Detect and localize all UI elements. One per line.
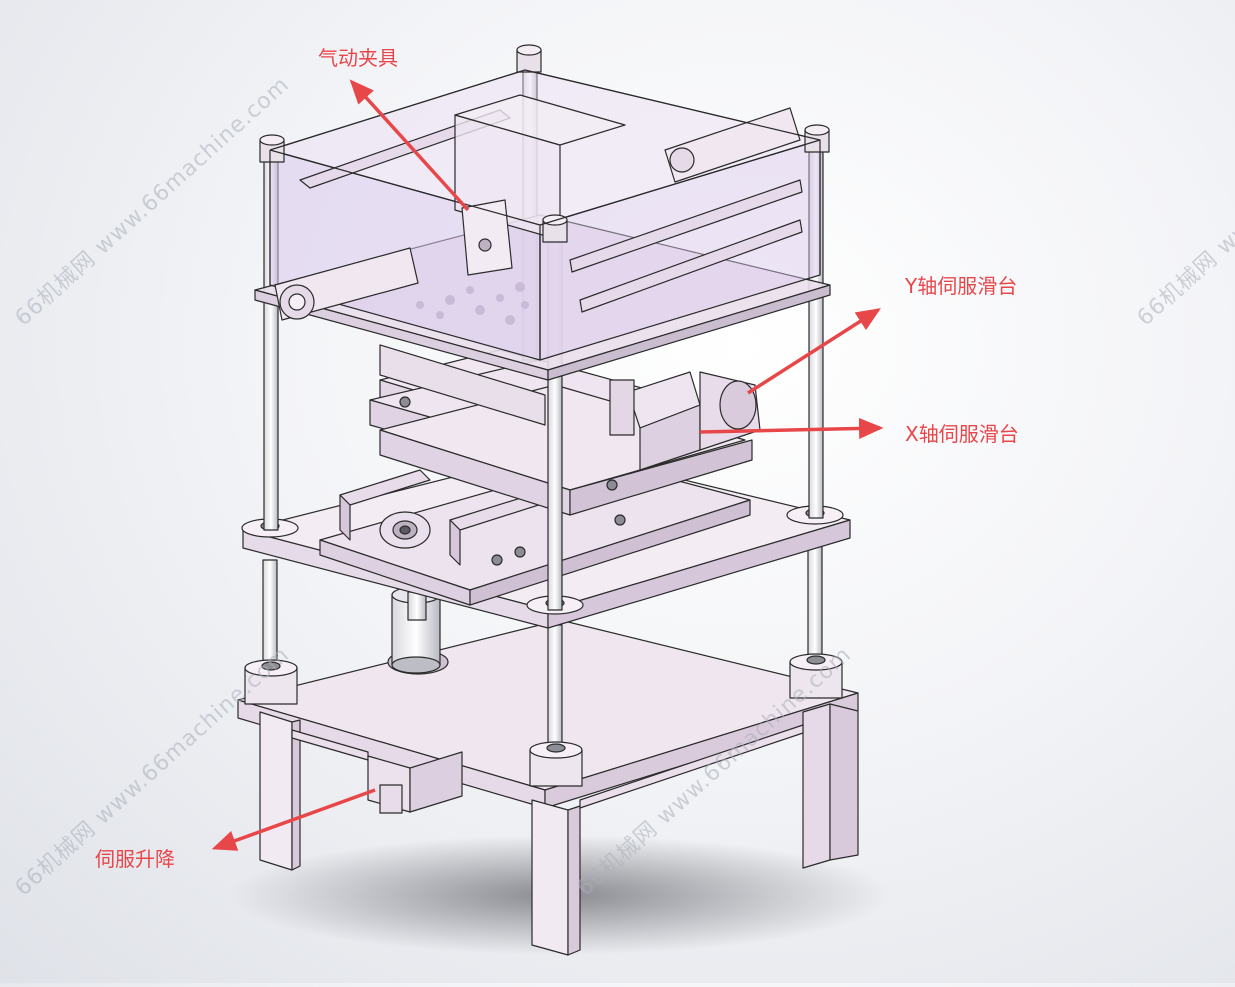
arrow-pneumatic-fixture (349, 79, 470, 212)
label-x-axis-slide: X轴伺服滑台 (905, 422, 1019, 446)
upper-transparent-frame (254, 44, 831, 381)
arrow-servo-lift (211, 788, 376, 851)
base-bushings (244, 653, 843, 787)
label-y-axis-slide: Y轴伺服滑台 (905, 274, 1018, 298)
label-servo-lift: 伺服升降 (95, 847, 175, 871)
xy-slide-stack (319, 344, 761, 606)
label-pneumatic-fixture: 气动夹具 (318, 46, 398, 70)
arrow-y-axis-slide (747, 308, 881, 395)
callout-arrows (211, 79, 884, 851)
arrow-x-axis-slide (699, 417, 884, 439)
